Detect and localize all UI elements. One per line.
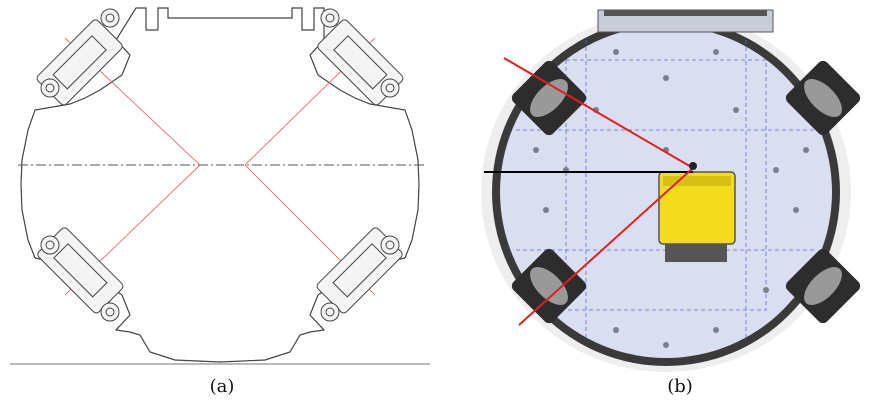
wheel-bottom-right bbox=[785, 248, 861, 324]
red-line-lower bbox=[518, 167, 694, 326]
wheel-top-left bbox=[511, 60, 587, 136]
chassis-outline bbox=[20, 7, 420, 363]
wheel-bottom-left bbox=[511, 248, 587, 324]
construction-lines bbox=[64, 37, 376, 296]
top-bracket-bar bbox=[604, 10, 767, 16]
wheel-module-top-right bbox=[317, 8, 404, 106]
wheel-module-bottom-left bbox=[37, 227, 124, 322]
caption-a: (a) bbox=[209, 376, 235, 397]
caption-b: (b) bbox=[667, 376, 693, 397]
battery-connector bbox=[665, 244, 727, 262]
wheel-module-bottom-right bbox=[316, 227, 403, 322]
wheel-module-top-left bbox=[36, 8, 123, 106]
red-line-upper bbox=[503, 57, 694, 169]
center-point bbox=[689, 162, 697, 170]
battery-top bbox=[663, 176, 731, 186]
wheel-top-right bbox=[785, 60, 861, 136]
cad-render bbox=[481, 9, 861, 372]
panel-a-outline-drawing bbox=[10, 0, 435, 372]
panel-b-cad-render bbox=[476, 0, 884, 372]
outline-drawing bbox=[10, 7, 430, 365]
